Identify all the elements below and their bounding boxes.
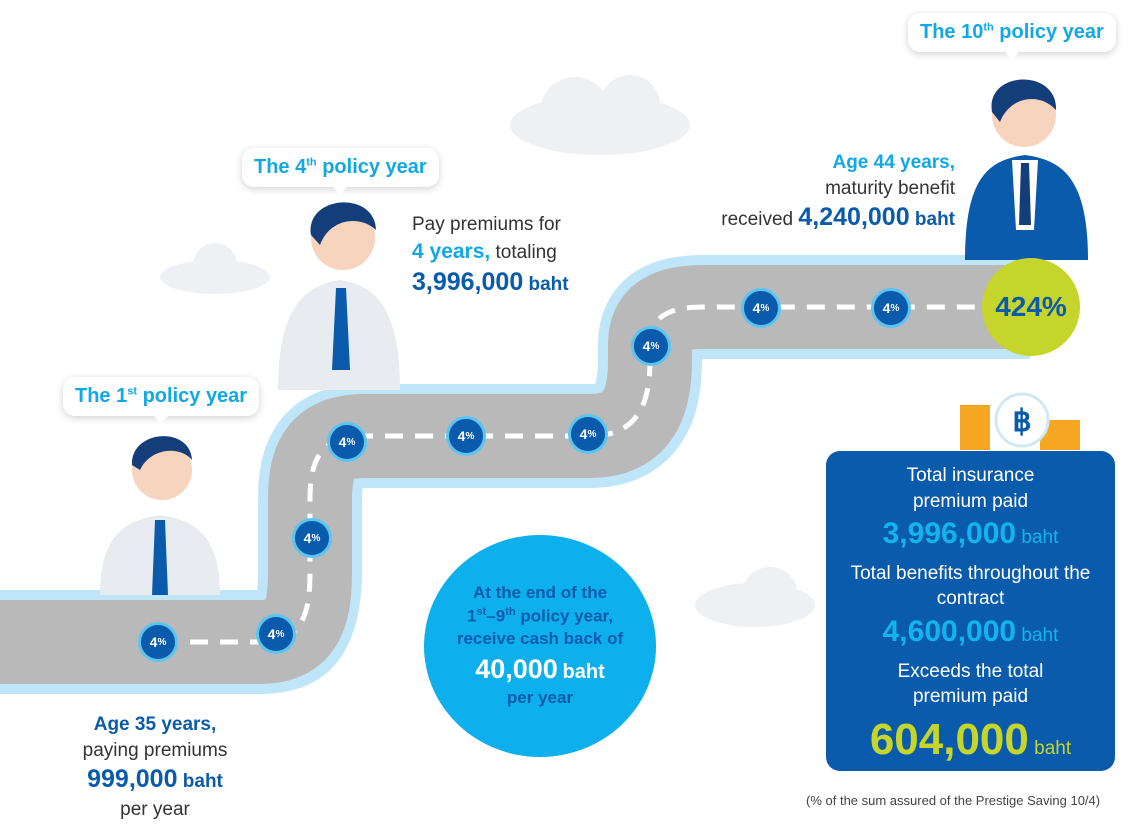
coin-stack-icon: ฿ [960,392,1080,450]
road-marker: 4% [138,622,178,662]
footnote: (% of the sum assured of the Prestige Sa… [806,793,1101,808]
year4-bubble: The 4th policy year [242,148,439,195]
cashback-circle: At the end of the 1st–9th policy year, r… [424,535,656,757]
road-marker: 4% [292,518,332,558]
road-marker: 4% [631,326,671,366]
year10-bubble: The 10th policy year [908,13,1116,60]
age44-text: Age 44 years, maturity benefit received … [721,152,955,232]
person-year10 [965,79,1088,260]
final-percent-marker: 424% [982,258,1080,356]
road-marker: 4% [446,416,486,456]
cloud [160,75,815,627]
road-marker: 4% [568,414,608,454]
road-marker: 4% [256,614,296,654]
person-year1 [100,436,220,595]
road-marker: 4% [327,422,367,462]
year4-text: Pay premiums for 4 years, totaling 3,996… [412,214,569,296]
person-year4 [278,202,400,390]
svg-text:฿: ฿ [1012,405,1031,438]
summary-panel: Total insurance premium paid 3,996,000 b… [826,451,1115,771]
road-marker: 4% [871,288,911,328]
age35-text: Age 35 years, paying premiums 999,000 ba… [82,714,228,821]
road-marker: 4% [741,288,781,328]
year1-bubble: The 1st policy year [63,377,260,424]
